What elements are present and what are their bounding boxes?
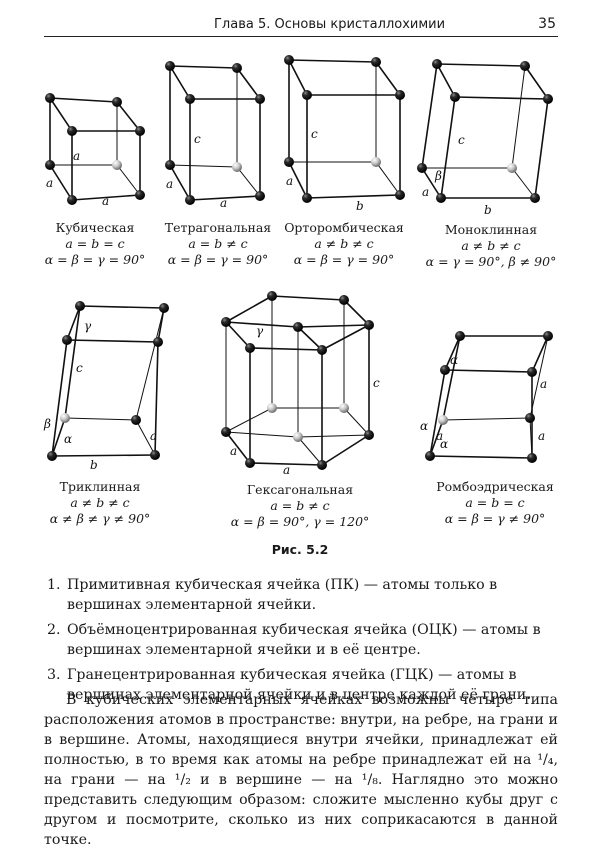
label-a: a [422, 185, 429, 199]
cell-edges: a = b ≠ c [270, 498, 330, 513]
cell-name: Гексагональная [246, 482, 354, 497]
cell-name: Ромбоэдрическая [436, 479, 554, 494]
cell-angles: α = γ = 90°, β ≠ 90° [425, 254, 557, 269]
cell-angles: α = β = γ ≠ 90° [444, 511, 546, 526]
list-number: 2. [47, 622, 61, 638]
label-a: a [150, 429, 157, 443]
label-a: a [436, 429, 443, 443]
caption-rhombohedral: Ромбоэдрическая a = b = c α = β = γ ≠ 90… [420, 479, 570, 527]
cell-name: Тетрагональная [164, 220, 272, 235]
cell-angles: α = β = γ = 90° [293, 252, 395, 267]
chapter-title: Глава 5. Основы кристаллохимии [214, 17, 446, 32]
caption-triclinic: Триклинная a ≠ b ≠ c α ≠ β ≠ γ ≠ 90° [35, 479, 165, 527]
caption-tetragonal: Тетрагональная a = b ≠ c α = β = γ = 90° [153, 220, 283, 268]
cell-edges: a ≠ b ≠ c [314, 236, 374, 251]
cell-name: Орторомбическая [284, 220, 404, 235]
list-item: 3. Гранецентрированная кубическая ячейка… [44, 665, 558, 705]
label-c: c [373, 376, 380, 390]
label-alpha: α [450, 353, 458, 367]
cell-angles: α = β = γ = 90° [44, 252, 146, 267]
list-text: Примитивная кубическая ячейка (ПК) — ато… [67, 577, 498, 613]
label-a: a [283, 463, 290, 477]
cell-edges: a ≠ b ≠ c [461, 238, 521, 253]
cell-edges: a = b = c [465, 495, 525, 510]
cell-edges: a ≠ b ≠ c [70, 495, 130, 510]
label-a: a [220, 196, 227, 210]
label-a: a [166, 177, 173, 191]
label-a: a [73, 149, 80, 163]
list-number: 3. [47, 667, 61, 683]
cell-angles: α = β = γ = 90° [167, 252, 269, 267]
running-head: Глава 5. Основы кристаллохимии 35 [44, 14, 558, 37]
label-b: b [484, 203, 492, 217]
label-c: c [76, 361, 83, 375]
list-text: Объёмноцентрированная кубическая ячейка … [67, 622, 541, 658]
label-a: a [46, 176, 53, 190]
list-item: 1. Примитивная кубическая ячейка (ПК) — … [44, 575, 558, 615]
label-beta: β [43, 417, 51, 431]
label-b: b [356, 199, 364, 213]
list-number: 1. [47, 577, 61, 593]
list-text: Гранецентрированная кубическая ячейка (Г… [67, 667, 531, 703]
label-c: c [194, 132, 201, 146]
label-c: c [458, 133, 465, 147]
body-paragraph: В кубических элементарных ячейках возмож… [44, 692, 558, 848]
cell-type-list: 1. Примитивная кубическая ячейка (ПК) — … [44, 575, 558, 710]
label-alpha: α [420, 419, 428, 433]
label-alpha: α [64, 432, 72, 446]
label-a: a [102, 194, 109, 208]
cell-name: Триклинная [59, 479, 141, 494]
list-item: 2. Объёмноцентрированная кубическая ячей… [44, 620, 558, 660]
label-a: a [538, 429, 545, 443]
label-a: a [540, 377, 547, 391]
label-gamma: γ [256, 324, 264, 338]
caption-cubic: Кубическая a = b = c α = β = γ = 90° [30, 220, 160, 268]
label-alpha: α [440, 437, 448, 451]
label-b: b [90, 458, 98, 472]
caption-monoclinic: Моноклинная a ≠ b ≠ c α = γ = 90°, β ≠ 9… [416, 222, 566, 270]
cell-name: Кубическая [55, 220, 135, 235]
cell-edges: a = b = c [65, 236, 125, 251]
figure-title: Рис. 5.2 [271, 542, 329, 557]
page-number: 35 [538, 16, 556, 32]
label-c: c [311, 127, 318, 141]
label-a: a [230, 444, 237, 458]
cell-angles: α ≠ β ≠ γ ≠ 90° [49, 511, 151, 526]
cell-edges: a = b ≠ c [188, 236, 248, 251]
label-gamma: γ [84, 319, 92, 333]
label-a: a [286, 174, 293, 188]
caption-orthorhombic: Орторомбическая a ≠ b ≠ c α = β = γ = 90… [274, 220, 414, 268]
label-beta: β [434, 169, 442, 183]
cell-name: Моноклинная [444, 222, 538, 237]
cell-angles: α = β = 90°, γ = 120° [230, 514, 370, 529]
caption-hexagonal: Гексагональная a = b ≠ c α = β = 90°, γ … [220, 482, 380, 530]
